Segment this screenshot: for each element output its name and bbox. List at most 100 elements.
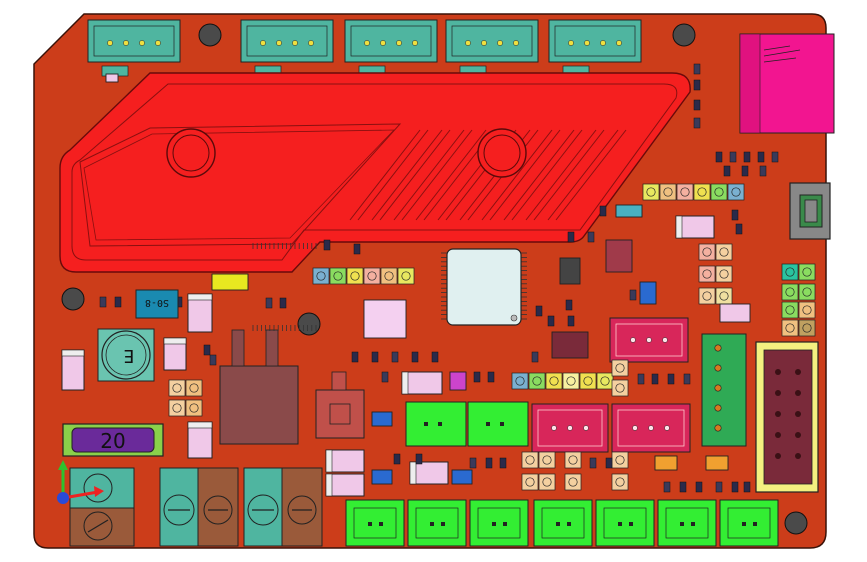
header-pin	[564, 451, 582, 469]
smd-resistor	[587, 231, 595, 243]
smd-resistor	[683, 373, 691, 385]
smd-resistor	[353, 243, 361, 255]
header-pin	[781, 283, 799, 301]
smd-resistor	[99, 296, 107, 308]
top-connector	[87, 19, 181, 77]
smd-part	[371, 469, 393, 485]
header-pin	[698, 287, 716, 305]
smd-resistor	[599, 205, 607, 217]
header-pin	[528, 372, 546, 390]
bottom-terminal	[407, 499, 467, 547]
smd-part	[615, 204, 643, 218]
sd-card-slot	[739, 33, 835, 134]
mid-terminal	[467, 401, 529, 447]
smd-resistor	[731, 481, 739, 493]
mcu-chip	[252, 243, 527, 331]
power-regulator	[219, 329, 299, 445]
header-pin	[521, 473, 539, 491]
header-pin	[781, 319, 799, 337]
smd-resistor	[393, 453, 401, 465]
smd-part	[363, 299, 407, 339]
top-connectors	[87, 19, 642, 77]
smd-resistor	[473, 371, 481, 383]
header-pin	[564, 473, 582, 491]
smd-resistor	[693, 63, 701, 75]
ic-marking: S0-8	[145, 297, 169, 308]
smd-resistor	[757, 151, 765, 163]
diode	[61, 349, 85, 391]
header-pin	[798, 283, 816, 301]
smd-resistor	[693, 99, 701, 111]
smd-resistor	[637, 373, 645, 385]
diode	[409, 461, 449, 485]
smd-part	[105, 73, 119, 83]
smd-part	[551, 331, 589, 359]
header-pin	[185, 399, 203, 417]
diode	[401, 371, 443, 395]
pink-header	[611, 403, 691, 453]
smd-resistor	[693, 79, 701, 91]
header-pin	[538, 473, 556, 491]
smd-resistor	[381, 371, 389, 383]
smd-resistor	[485, 457, 493, 469]
header-pin	[798, 301, 816, 319]
square-regulator	[315, 371, 365, 439]
header-pin	[168, 399, 186, 417]
header-pin	[380, 267, 398, 285]
header-pin	[798, 319, 816, 337]
header-pin	[168, 379, 186, 397]
heatsink-fin	[401, 129, 473, 221]
smd-resistor	[693, 117, 701, 129]
header-pin	[521, 451, 539, 469]
bottom-terminal	[469, 499, 529, 547]
heatsink-fin	[393, 129, 465, 221]
header-pin	[781, 301, 799, 319]
smd-part	[654, 455, 678, 471]
pink-header	[531, 403, 609, 453]
blade-fuse: 20	[62, 423, 164, 457]
header-pin	[611, 379, 629, 397]
screw-terminal	[243, 467, 323, 547]
top-connector	[548, 19, 642, 77]
screw-terminal	[159, 467, 239, 547]
header-pin	[710, 183, 728, 201]
header-pin	[185, 379, 203, 397]
smd-resistor	[715, 151, 723, 163]
top-connector	[344, 19, 438, 77]
header-pin	[363, 267, 381, 285]
mounting-hole-icon	[784, 511, 808, 535]
smd-resistor	[531, 351, 539, 363]
smd-resistor	[487, 371, 495, 383]
header-pin	[715, 287, 733, 305]
smd-part	[371, 411, 393, 427]
header-pin	[715, 243, 733, 261]
diode	[325, 473, 365, 497]
bottom-terminal	[533, 499, 593, 547]
bottom-terminal	[345, 499, 405, 547]
heatsink-fin	[503, 129, 575, 221]
smd-part	[605, 239, 633, 273]
heatsink-fin	[555, 129, 627, 221]
smd-resistor	[203, 344, 211, 356]
screw-terminal	[69, 467, 135, 547]
heatsink-fin	[349, 129, 421, 221]
heatsink-fin	[379, 129, 451, 221]
diode	[325, 449, 365, 473]
header-pin	[715, 265, 733, 283]
smd-resistor	[667, 373, 675, 385]
heatsink-fin	[415, 129, 487, 221]
heatsink-fin	[481, 129, 553, 221]
header-pin	[511, 372, 529, 390]
mounting-hole-icon	[198, 23, 222, 47]
header-pin	[698, 265, 716, 283]
smd-resistor	[723, 165, 731, 177]
mounting-hole-icon	[297, 312, 321, 336]
header-pin	[642, 183, 660, 201]
smd-resistor	[743, 151, 751, 163]
smd-resistor	[589, 457, 597, 469]
header-pin	[611, 473, 629, 491]
smd-resistor	[679, 481, 687, 493]
header-pin	[698, 243, 716, 261]
mounting-hole-icon	[672, 23, 696, 47]
smd-resistor	[741, 165, 749, 177]
